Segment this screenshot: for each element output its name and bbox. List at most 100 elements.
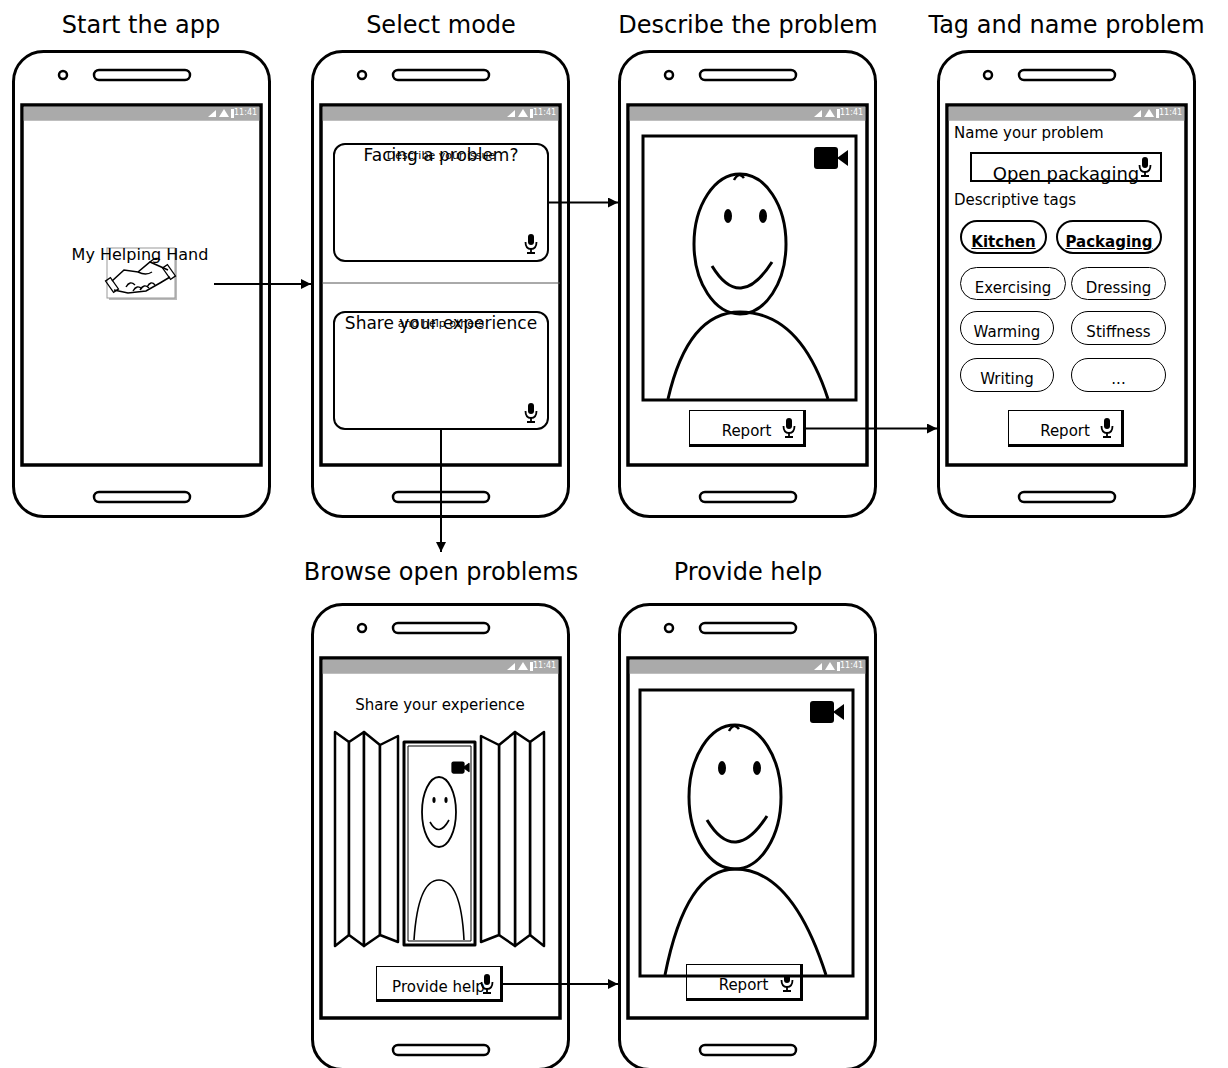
carousel-card [404, 742, 475, 945]
card-text: and help others [398, 317, 485, 331]
face-hair [734, 175, 744, 180]
face-hair [729, 726, 739, 731]
carousel-panel [481, 736, 499, 942]
phone-frame: Select modeFacing a problem?Describe you… [311, 5, 571, 518]
carousel-panel [530, 732, 544, 946]
tag-label: ... [1111, 359, 1125, 399]
face-eye [724, 209, 732, 223]
video-frame [640, 690, 853, 976]
carousel-panel [515, 732, 530, 946]
face-head [694, 174, 786, 314]
action-button: Report [1008, 410, 1124, 447]
screen-title: Select mode [366, 5, 516, 45]
face-smile [707, 816, 767, 842]
status-time: 11:41 [234, 106, 257, 120]
face-smile [712, 262, 772, 288]
carousel-panel [335, 732, 349, 946]
mode-card: Facing a problem?Describe your issue [333, 143, 549, 262]
face-eye [432, 797, 435, 803]
phone-outline [939, 52, 1195, 517]
phone-frame: Start the app My Helping Hand [12, 5, 270, 518]
face-eye [718, 761, 726, 775]
tag-label: Warming [974, 312, 1041, 352]
app-icon: My Helping Hand [66, 245, 214, 323]
mic-icon [784, 418, 795, 437]
divider-line [322, 283, 560, 284]
carousel-panel [499, 732, 515, 946]
screen-title: Provide help [674, 552, 822, 592]
mic-icon [1102, 418, 1113, 437]
tag-label: Dressing [1086, 268, 1151, 308]
face-head [689, 725, 781, 869]
carousel-panel [349, 732, 364, 946]
face-body [668, 312, 828, 399]
tag-chip: Writing [960, 358, 1054, 392]
mic-icon [1140, 157, 1151, 176]
phone-frame: Describe the problemReport [618, 5, 878, 518]
flow-arrow [440, 430, 442, 552]
phone-frame: Browse open problemsProvide help [311, 552, 571, 1068]
status-time: 11:41 [840, 659, 863, 673]
face-eye [753, 761, 761, 775]
status-time: 11:41 [533, 106, 556, 120]
camera-icon [810, 701, 844, 723]
phone-outline [620, 605, 876, 1068]
phone-outline [620, 52, 876, 517]
button-label: Report [719, 965, 769, 1005]
phone-frame: Tag and name problemOpen packagingKitche… [937, 5, 1196, 518]
screen-title: Start the app [62, 5, 220, 45]
tag-label: Packaging [1066, 222, 1153, 262]
screen-title: Describe the problem [618, 5, 877, 45]
flow-arrow [806, 428, 937, 430]
action-button: Provide help [376, 966, 503, 1002]
tag-label: Kitchen [971, 222, 1035, 262]
button-label: Report [722, 411, 772, 451]
face-eye [444, 797, 447, 803]
cuff [163, 265, 176, 280]
cuff [106, 278, 119, 293]
carousel-panel [364, 732, 380, 946]
tag-label: Exercising [975, 268, 1051, 308]
tag-chip: ... [1071, 358, 1166, 392]
flow-arrow [549, 202, 618, 204]
tag-label: Stiffness [1086, 312, 1150, 352]
flow-arrow [503, 983, 618, 985]
phone-outline [313, 605, 569, 1068]
screen-title: Tag and name problem [928, 5, 1204, 45]
carousel-panel [380, 736, 398, 942]
phone-outline [14, 52, 270, 517]
field-label: Name your problem [954, 124, 1104, 142]
camera-icon [814, 147, 848, 169]
mode-card: Share your experienceand help others [333, 311, 549, 430]
finger-stroke [126, 283, 155, 291]
action-button: Report [689, 410, 806, 447]
text-field: Open packaging [970, 152, 1162, 182]
hand-stroke [114, 277, 170, 293]
carousel-card-inner [408, 746, 471, 941]
card-text: Describe your issue [387, 149, 495, 163]
camera-icon [452, 762, 469, 773]
section-label: Descriptive tags [954, 191, 1076, 209]
mic-icon [526, 403, 537, 422]
tag-label: Writing [980, 359, 1034, 399]
flow-arrow [214, 283, 311, 285]
status-time: 11:41 [840, 106, 863, 120]
mic-icon [526, 234, 537, 253]
screen-title: Browse open problems [304, 552, 578, 592]
screen-subtitle: Share your experience [355, 696, 525, 714]
action-button: Report [686, 964, 803, 1001]
phone-frame: Provide helpReport [618, 552, 878, 1068]
hand-stroke [112, 262, 168, 281]
tag-chip: Packaging [1056, 220, 1162, 254]
tag-chip: Kitchen [960, 220, 1047, 254]
app-name: My Helping Hand [72, 245, 209, 265]
field-value: Open packaging [993, 154, 1140, 194]
video-border [640, 690, 853, 976]
phone-outline [313, 52, 569, 517]
video-carousel [335, 732, 544, 946]
face-eye [759, 209, 767, 223]
face-smile [430, 820, 449, 830]
